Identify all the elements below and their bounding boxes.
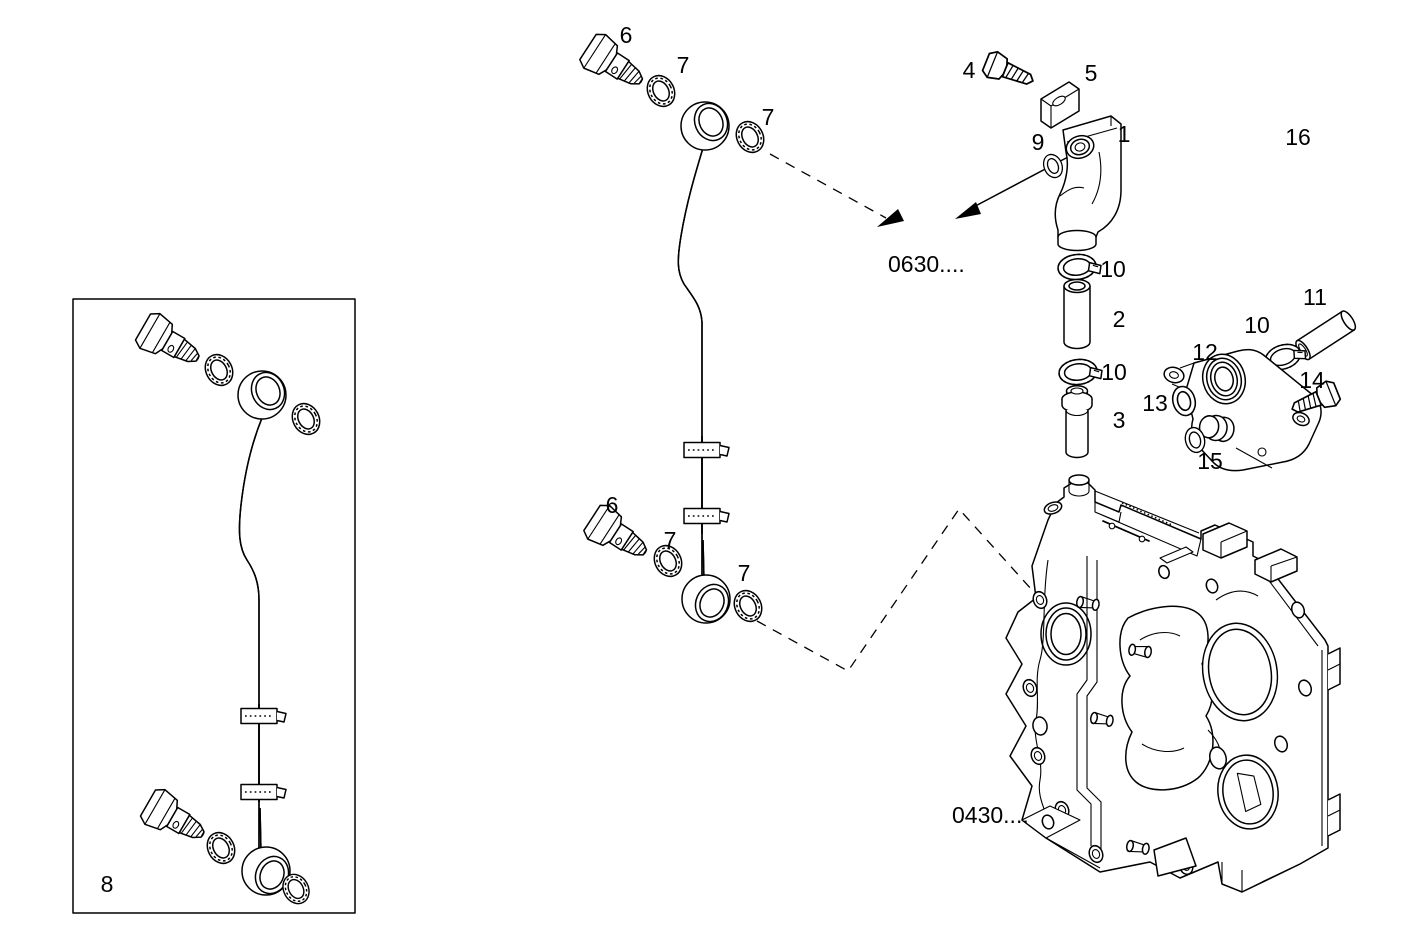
callout-4: 4	[963, 57, 976, 83]
elbow-union-1	[1054, 115, 1122, 252]
callout-10c: 10	[1244, 312, 1270, 338]
callout-14: 14	[1299, 367, 1325, 393]
pipe-8	[237, 366, 296, 900]
banjo-bolt-6-top	[576, 29, 653, 100]
callout-12: 12	[1192, 339, 1218, 365]
dashed-leader-top	[769, 153, 887, 219]
callout-7-bottom-left: 7	[664, 527, 677, 553]
callout-2: 2	[1113, 306, 1126, 332]
ref-code-0430: 0430....	[952, 802, 1029, 828]
hose-clamp-10b	[1057, 356, 1104, 388]
hose-2	[1063, 278, 1091, 350]
tube-3	[1061, 385, 1093, 459]
elbow-union-group	[979, 48, 1122, 459]
callout-11: 11	[1303, 284, 1327, 310]
callout-7-top-left: 7	[677, 52, 690, 78]
arrowhead-right	[955, 202, 981, 219]
bracket-plug	[1198, 414, 1235, 443]
callout-1: 1	[1118, 121, 1131, 147]
callout-3: 3	[1113, 407, 1126, 433]
callout-6-top: 6	[620, 22, 633, 48]
callout-5: 5	[1085, 60, 1098, 86]
callout-6-bottom: 6	[606, 492, 619, 518]
hose-clamp-10a	[1056, 251, 1103, 283]
ref-code-0630: 0630....	[888, 251, 965, 277]
callout-15: 15	[1197, 448, 1223, 474]
washer-7-top-left	[641, 70, 681, 112]
elbow-port	[1065, 134, 1095, 160]
case-large-opening-lower	[1217, 754, 1279, 830]
timing-case-drawing	[1005, 474, 1341, 893]
washer-7-bottom-right	[728, 585, 768, 627]
callout-16: 16	[1285, 124, 1311, 150]
arrowhead-left	[877, 209, 904, 227]
callout-8: 8	[101, 871, 114, 897]
callout-13: 13	[1142, 390, 1168, 416]
o-ring-9	[1039, 150, 1067, 182]
callout-7-top-right: 7	[762, 104, 775, 130]
leader-lines	[756, 153, 1069, 672]
bracket-12	[1163, 348, 1322, 472]
callout-labels: 6 7 7 4 5 9 1 16 10 2 10 3 11 10 12 13 1…	[101, 22, 1327, 897]
dashed-leader-bottom	[756, 508, 1051, 672]
pipe-clamp-band-upper	[683, 441, 730, 459]
callout-9: 9	[1032, 129, 1045, 155]
callout-10a: 10	[1100, 256, 1126, 282]
center-pipe-assembly	[576, 29, 770, 628]
inset-box-frame	[72, 298, 356, 914]
pipe-banjo-eye-top	[680, 97, 735, 151]
bracket-boss	[1201, 353, 1247, 405]
case-large-opening-upper	[1201, 622, 1279, 722]
banjo-bolt-6-bottom	[580, 500, 657, 571]
bolt-4	[979, 48, 1039, 95]
callout-10b: 10	[1101, 359, 1127, 385]
bracket-5	[1040, 81, 1080, 129]
inset-box-part8	[72, 298, 356, 914]
bracket-group	[1163, 310, 1357, 472]
callout-7-bottom-right: 7	[738, 560, 751, 586]
pipe-clamp-band-lower	[683, 507, 730, 525]
case-opening-left	[1040, 602, 1092, 666]
pipe-banjo-eye-bottom	[681, 574, 736, 628]
